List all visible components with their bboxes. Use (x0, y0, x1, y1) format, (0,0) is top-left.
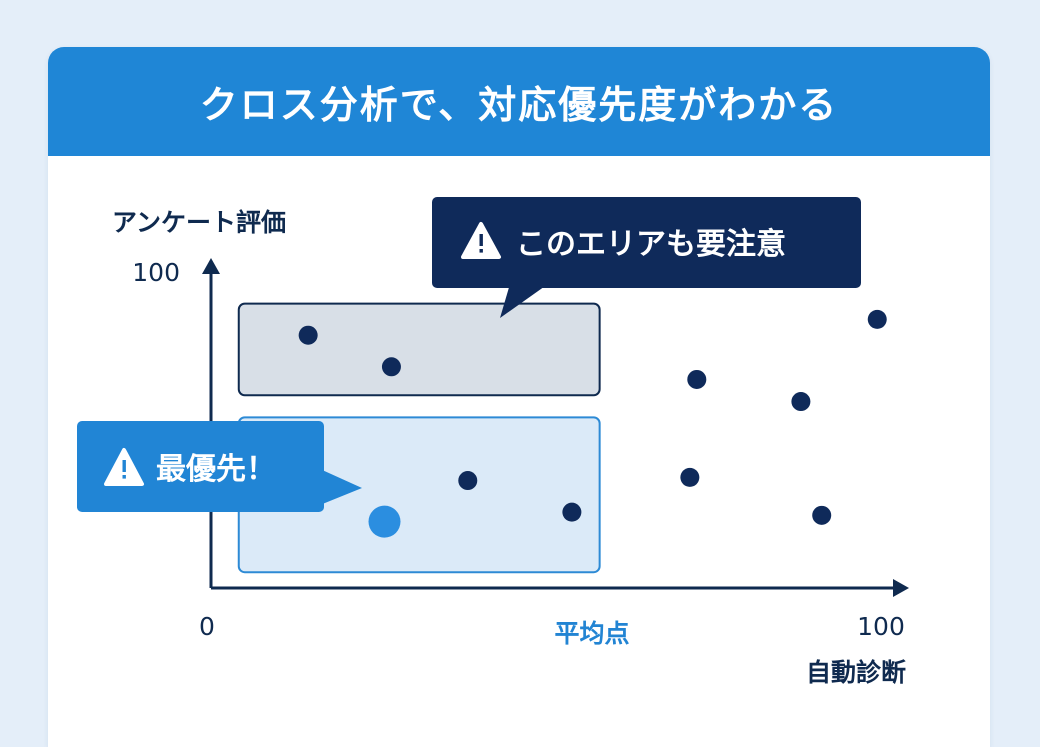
x-tick-label-0: 0 (199, 612, 215, 641)
priority-callout-box (77, 421, 324, 512)
caution-callout-pointer (500, 284, 548, 318)
data-point-9 (867, 309, 887, 329)
card-title: クロス分析で、対応優先度がわかる (199, 83, 839, 127)
caution-callout: このエリアも要注意 (432, 197, 861, 318)
x-axis-arrow (893, 579, 909, 597)
y-axis-arrow (202, 258, 220, 274)
scatter-chart: アンケート評価 自動診断 100 0 平均点 100 このエリアも要注意 最優先… (77, 197, 909, 687)
priority-callout: 最優先！ (77, 421, 362, 512)
priority-callout-text: 最優先！ (156, 452, 276, 487)
data-point-7 (791, 392, 811, 412)
data-point-8 (812, 505, 832, 525)
data-point-6 (680, 467, 700, 487)
data-point-3 (458, 471, 478, 491)
card-header: クロス分析で、対応優先度がわかる (48, 47, 990, 156)
region-caution (237, 302, 601, 397)
data-point-4 (562, 502, 582, 522)
points-layer (298, 309, 887, 538)
x-tick-label-average: 平均点 (554, 619, 629, 648)
warning-icon (104, 448, 144, 486)
x-tick-label-100: 100 (857, 612, 905, 641)
priority-callout-pointer (320, 469, 362, 505)
x-axis-label: 自動診断 (806, 658, 906, 687)
data-point-5 (687, 369, 707, 389)
caution-callout-box (432, 197, 861, 288)
y-axis-label: アンケート評価 (112, 208, 286, 237)
y-tick-label-100: 100 (132, 258, 180, 287)
warning-icon (461, 222, 501, 259)
data-point-2 (381, 357, 401, 377)
chart-card: クロス分析で、対応優先度がわかる (48, 47, 990, 747)
highlighted-data-point (368, 505, 401, 538)
caution-callout-text: このエリアも要注意 (516, 227, 786, 262)
data-point-1 (298, 325, 318, 345)
